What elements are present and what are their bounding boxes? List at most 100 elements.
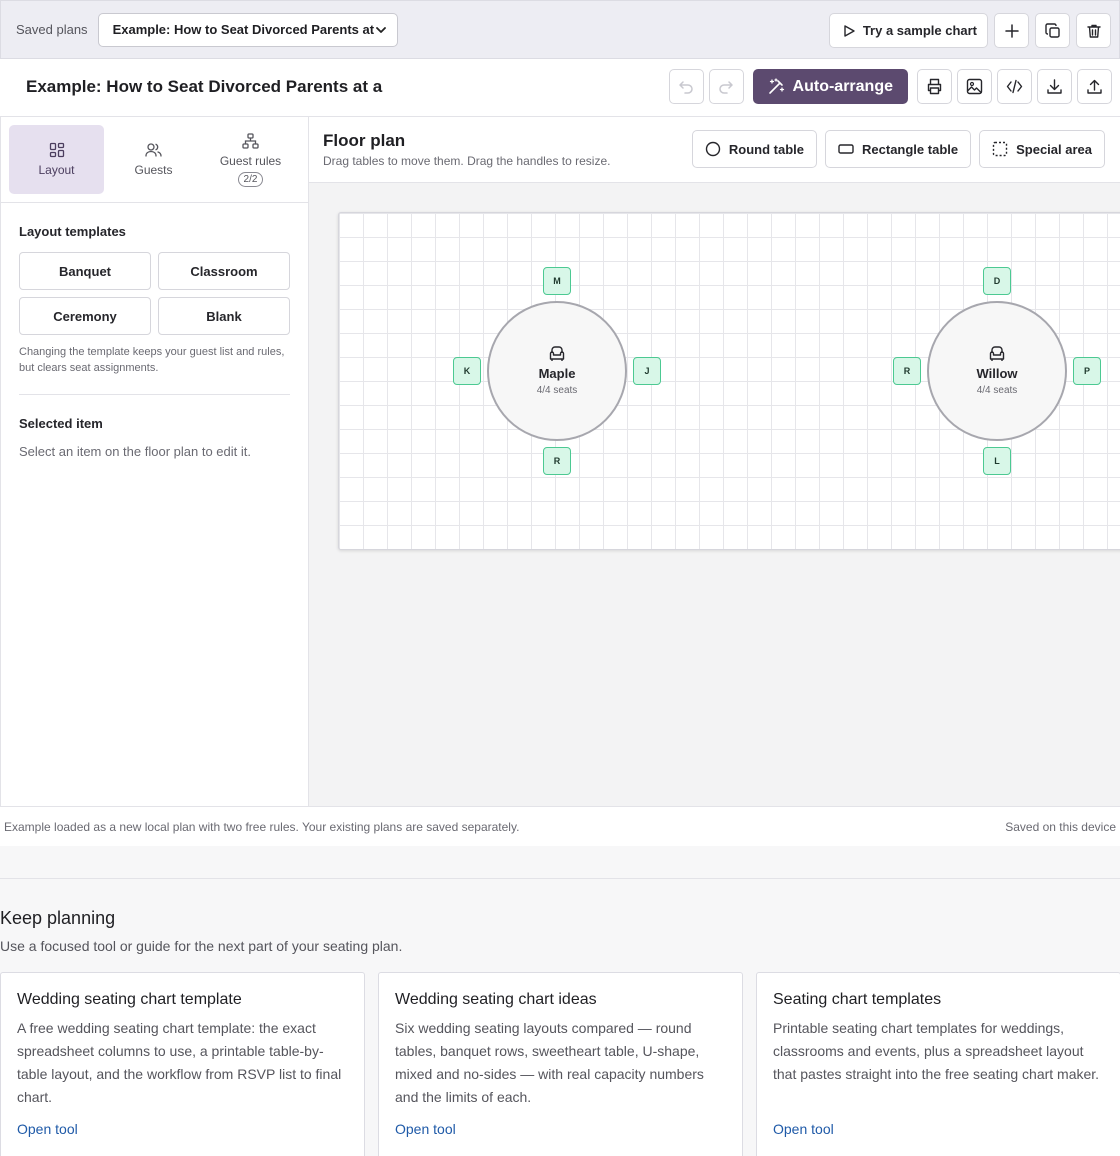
auto-arrange-button[interactable]: Auto-arrange [752, 69, 908, 104]
seat-maple-top[interactable]: M [543, 267, 571, 295]
seat-willow-left[interactable]: R [893, 357, 921, 385]
tab-guests[interactable]: Guests [106, 125, 201, 194]
add-special-area-button[interactable]: Special area [979, 130, 1105, 168]
dashed-square-icon [992, 141, 1008, 157]
rectangle-icon [838, 141, 854, 157]
embed-code-button[interactable] [997, 69, 1032, 104]
top-bar: Saved plans Example: How to Seat Divorce… [0, 0, 1120, 59]
add-rectangle-table-label: Rectangle table [862, 141, 959, 157]
add-round-table-label: Round table [728, 141, 805, 157]
status-message: Example loaded as a new local plan with … [4, 820, 520, 834]
add-round-table-button[interactable]: Round table [691, 130, 818, 168]
floor-plan-title: Floor plan [323, 131, 406, 150]
add-special-area-label: Special area [1016, 141, 1092, 157]
try-sample-chart-label: Try a sample chart [862, 23, 977, 38]
card-title: Wedding seating chart ideas [395, 991, 597, 1008]
delete-plan-button[interactable] [1076, 13, 1111, 48]
table-name: Willow [976, 366, 1018, 381]
duplicate-plan-button[interactable] [1035, 13, 1070, 48]
auto-arrange-label: Auto-arrange [792, 77, 893, 95]
upload-button[interactable] [1077, 69, 1112, 104]
printer-icon [926, 78, 943, 95]
sidebar: Layout Guests Guest rules 2/2 Layout tem… [0, 117, 309, 806]
plus-icon [1004, 23, 1020, 39]
template-blank-button[interactable]: Blank [158, 297, 290, 335]
export-image-button[interactable] [957, 69, 992, 104]
floor-plan-canvas[interactable]: M K J R Maple 4/4 seats D R P L Willow 4… [338, 212, 1120, 550]
tab-layout-label: Layout [38, 163, 75, 177]
download-button[interactable] [1037, 69, 1072, 104]
users-icon [145, 142, 162, 158]
floor-plan-panel: Floor plan Drag tables to move them. Dra… [309, 117, 1120, 806]
saved-plans-select[interactable]: Example: How to Seat Divorced Parents at… [97, 12, 398, 47]
round-table-willow[interactable]: Willow 4/4 seats [927, 301, 1067, 441]
round-table-maple[interactable]: Maple 4/4 seats [487, 301, 627, 441]
guest-rules-count-badge: 2/2 [237, 171, 264, 187]
chevron-down-icon [375, 24, 387, 36]
redo-button[interactable] [708, 69, 744, 104]
open-tool-link[interactable]: Open tool [395, 1121, 456, 1137]
seat-willow-right[interactable]: P [1073, 357, 1101, 385]
chair-icon [988, 346, 1006, 362]
copy-icon [1044, 22, 1061, 39]
card-title: Wedding seating chart template [17, 991, 242, 1008]
try-sample-chart-button[interactable]: Try a sample chart [828, 13, 988, 48]
seat-maple-bottom[interactable]: R [543, 447, 571, 475]
template-note: Changing the template keeps your guest l… [19, 346, 285, 374]
layout-grid-icon [49, 142, 65, 158]
table-seat-count: 4/4 seats [536, 385, 578, 396]
keep-planning-heading: Keep planning [0, 908, 116, 928]
status-bar: Example loaded as a new local plan with … [0, 806, 1120, 846]
selected-plan-text: Example: How to Seat Divorced Parents at… [112, 22, 375, 37]
floor-plan-subtitle: Drag tables to move them. Drag the handl… [323, 154, 611, 168]
keep-planning-subheading: Use a focused tool or guide for the next… [0, 938, 403, 954]
image-export-icon [966, 78, 983, 95]
template-ceremony-button[interactable]: Ceremony [19, 297, 151, 335]
play-icon [842, 24, 856, 38]
keep-planning-section: Keep planning Use a focused tool or guid… [0, 878, 1120, 1156]
template-banquet-button[interactable]: Banquet [19, 252, 151, 290]
circle-icon [705, 141, 721, 157]
seat-willow-top[interactable]: D [983, 267, 1011, 295]
resource-card: Seating chart templates Printable seatin… [756, 972, 1120, 1156]
title-bar: Example: How to Seat Divorced Parents at… [0, 59, 1120, 117]
tab-guest-rules[interactable]: Guest rules 2/2 [203, 125, 298, 194]
selected-item-empty-text: Select an item on the floor plan to edit… [19, 444, 251, 459]
upload-icon [1086, 78, 1103, 95]
saved-plans-label: Saved plans [16, 22, 88, 37]
code-icon [1006, 78, 1023, 95]
seat-maple-right[interactable]: J [633, 357, 661, 385]
tab-guest-rules-label: Guest rules [219, 153, 282, 168]
resource-card: Wedding seating chart template A free we… [0, 972, 365, 1156]
card-title: Seating chart templates [773, 991, 942, 1008]
tab-layout[interactable]: Layout [9, 125, 104, 194]
card-body: Printable seating chart templates for we… [773, 1020, 1100, 1082]
template-classroom-button[interactable]: Classroom [158, 252, 290, 290]
print-button[interactable] [917, 69, 952, 104]
tab-guests-label: Guests [134, 163, 173, 177]
template-grid: Banquet Classroom Ceremony Blank [19, 252, 290, 335]
save-status: Saved on this device [1005, 820, 1116, 834]
trash-icon [1086, 23, 1102, 39]
card-body: A free wedding seating chart template: t… [17, 1020, 342, 1105]
table-seat-count: 4/4 seats [976, 385, 1018, 396]
plan-title[interactable]: Example: How to Seat Divorced Parents at… [26, 77, 383, 96]
redo-icon [718, 79, 734, 95]
hierarchy-icon [242, 132, 259, 149]
new-plan-button[interactable] [994, 13, 1029, 48]
selected-item-heading: Selected item [19, 416, 103, 431]
sidebar-tabs: Layout Guests Guest rules 2/2 [1, 117, 308, 203]
add-rectangle-table-button[interactable]: Rectangle table [825, 130, 972, 168]
undo-button[interactable] [668, 69, 704, 104]
sidebar-divider [19, 394, 290, 395]
card-body: Six wedding seating layouts compared — r… [395, 1020, 704, 1105]
seat-maple-left[interactable]: K [453, 357, 481, 385]
floor-plan-header: Floor plan Drag tables to move them. Dra… [309, 117, 1120, 183]
layout-templates-heading: Layout templates [19, 224, 126, 239]
table-name: Maple [538, 366, 576, 381]
open-tool-link[interactable]: Open tool [773, 1121, 834, 1137]
seat-willow-bottom[interactable]: L [983, 447, 1011, 475]
open-tool-link[interactable]: Open tool [17, 1121, 78, 1137]
chair-icon [548, 346, 566, 362]
download-icon [1046, 78, 1063, 95]
